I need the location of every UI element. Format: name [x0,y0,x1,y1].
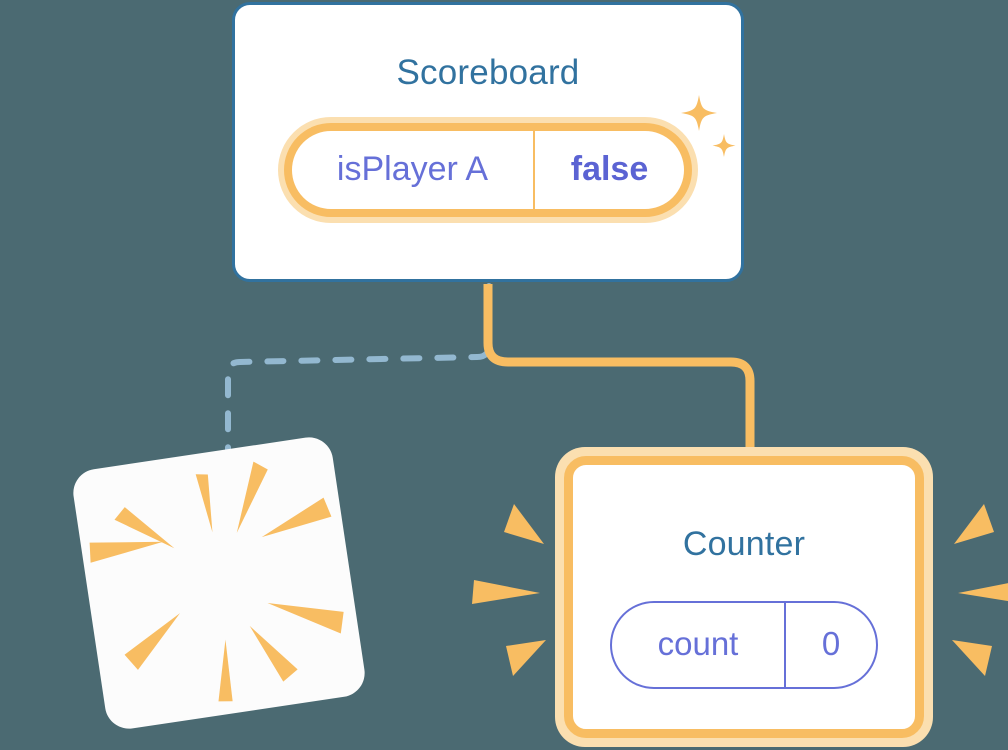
scoreboard-state-row: isPlayer A false [235,117,741,223]
burst-ray [504,504,544,544]
blank-card[interactable] [70,434,368,732]
burst-ray [952,640,992,676]
connector-scoreboard-to-counter [483,284,755,462]
scoreboard-title: Scoreboard [396,53,580,92]
scoreboard-state-value: false [570,149,649,188]
scoreboard-state-key: isPlayer A [292,131,535,209]
scoreboard-state-pill-inner: isPlayer A false [284,123,692,217]
burst-ray [958,583,1008,602]
burst-ray [506,640,546,676]
counter-state-value: 0 [821,624,841,662]
scoreboard-state-pill[interactable]: isPlayer A false [278,117,698,223]
scoreboard-card[interactable]: Scoreboard isPlayer A false [232,2,744,282]
burst-rays-counter-left [472,504,546,676]
burst-rays-counter-right [952,504,1008,676]
counter-title: Counter [682,525,806,563]
counter-state-pill[interactable]: count 0 [610,601,878,689]
counter-state-row: count 0 [573,601,915,689]
counter-card[interactable]: Counter count 0 [555,447,933,747]
burst-ray [472,580,540,604]
counter-state-key: count [612,603,786,687]
counter-card-surface: Counter count 0 [564,456,924,738]
burst-ray [954,504,994,544]
